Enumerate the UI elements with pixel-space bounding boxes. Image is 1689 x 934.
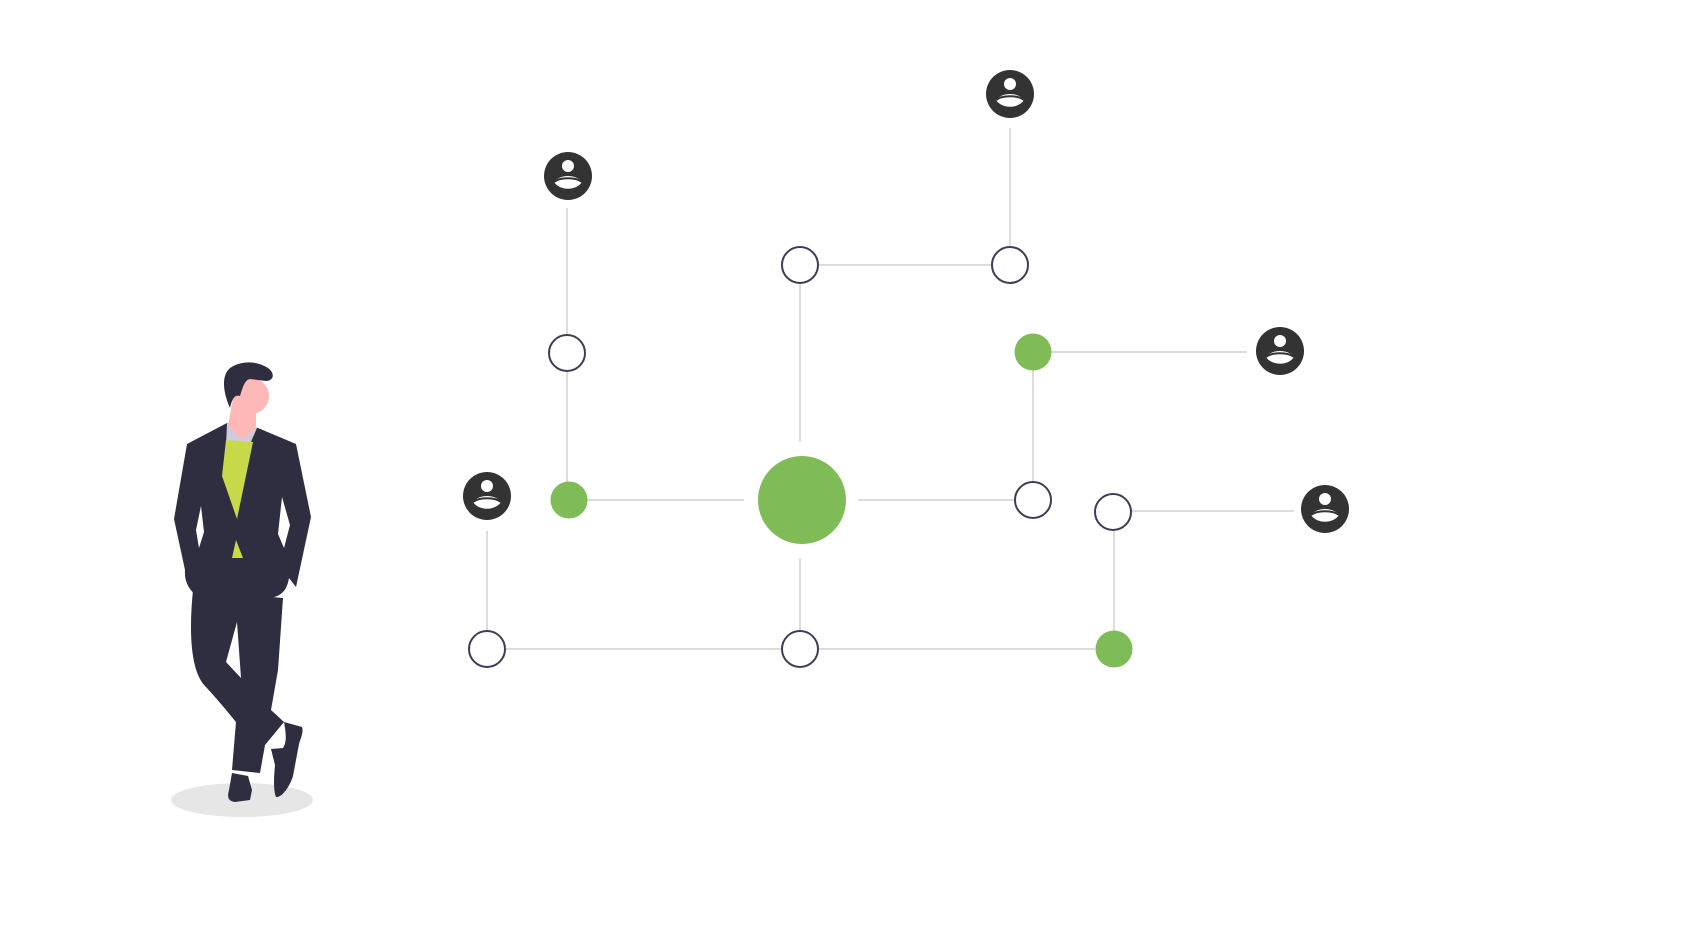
active-node	[1095, 630, 1133, 668]
hub-node	[758, 456, 846, 544]
edges	[486, 128, 1294, 650]
nodes	[463, 70, 1349, 668]
network-node	[1014, 481, 1052, 519]
user-avatar-icon	[1301, 485, 1349, 533]
user-avatar-icon	[986, 70, 1034, 118]
user-avatar-icon	[1256, 327, 1304, 375]
person-hair	[223, 362, 273, 408]
person-shoe-right	[271, 722, 303, 798]
network-node	[468, 630, 506, 668]
network-node	[781, 630, 819, 668]
person-jacket	[174, 423, 311, 598]
network-node	[991, 246, 1029, 284]
person-illustration	[171, 362, 313, 817]
network-node	[1094, 493, 1132, 531]
active-node	[550, 481, 588, 519]
person-leg-gap	[226, 622, 241, 678]
person-shoe-left	[228, 773, 252, 802]
user-avatar-icon	[544, 152, 592, 200]
user-avatar-icon	[463, 472, 511, 520]
active-node	[1014, 333, 1052, 371]
person-legs	[190, 590, 284, 773]
network-node	[548, 334, 586, 372]
person-tie	[222, 440, 253, 558]
network-node	[781, 246, 819, 284]
